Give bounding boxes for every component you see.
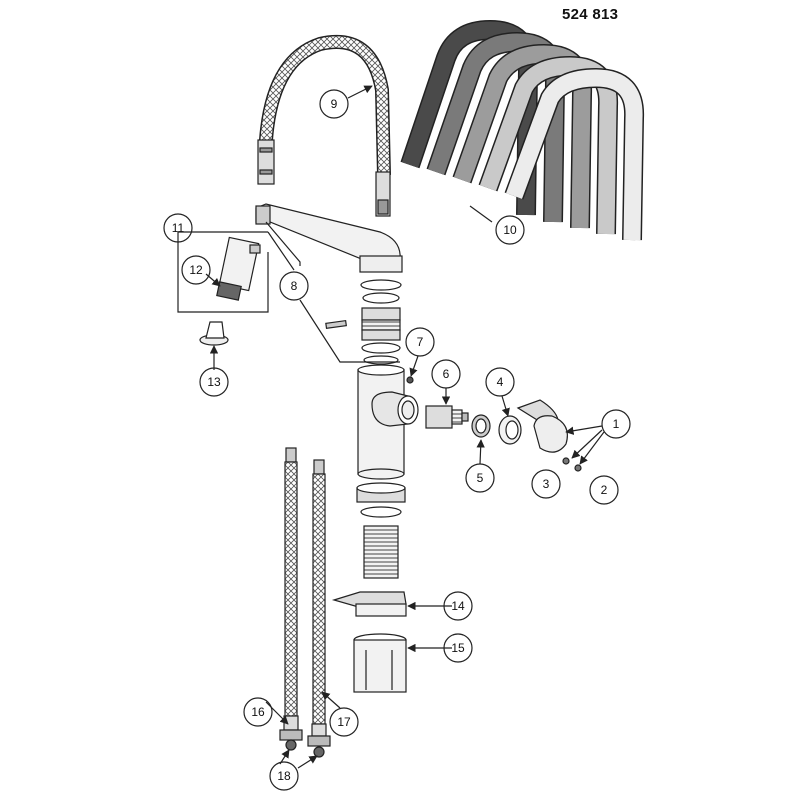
callout-6: 6 bbox=[431, 359, 461, 389]
braided-hose bbox=[257, 34, 391, 217]
mounting-stem bbox=[356, 482, 406, 579]
callout-4: 4 bbox=[485, 367, 515, 397]
svg-text:9: 9 bbox=[331, 97, 338, 111]
colored-hoses bbox=[400, 19, 645, 241]
svg-text:10: 10 bbox=[503, 223, 517, 237]
svg-text:2: 2 bbox=[601, 483, 608, 497]
callout-14: 14 bbox=[443, 591, 473, 621]
horseshoe-washer bbox=[331, 591, 407, 617]
screw-2 bbox=[574, 464, 582, 472]
svg-text:12: 12 bbox=[189, 263, 203, 277]
callout-8: 8 bbox=[279, 271, 309, 301]
svg-text:14: 14 bbox=[451, 599, 465, 613]
callout-17: 17 bbox=[329, 707, 359, 737]
svg-text:17: 17 bbox=[337, 715, 351, 729]
callout-18: 18 bbox=[269, 761, 299, 791]
svg-text:3: 3 bbox=[543, 477, 550, 491]
cover-cap bbox=[498, 415, 522, 445]
spout-assembly bbox=[255, 203, 403, 365]
svg-text:18: 18 bbox=[277, 769, 291, 783]
callout-12: 12 bbox=[181, 255, 211, 285]
grub-screw bbox=[406, 376, 414, 384]
screw-3 bbox=[562, 457, 570, 465]
gasket-b bbox=[313, 746, 325, 758]
svg-text:6: 6 bbox=[443, 367, 450, 381]
fixing-nut bbox=[353, 633, 407, 693]
callout-9: 9 bbox=[319, 89, 349, 119]
svg-text:16: 16 bbox=[251, 705, 265, 719]
callout-13: 13 bbox=[199, 367, 229, 397]
svg-text:11: 11 bbox=[172, 221, 185, 235]
aerator-group bbox=[177, 232, 269, 313]
callout-10: 10 bbox=[495, 215, 525, 245]
svg-text:4: 4 bbox=[497, 375, 504, 389]
lever-handle bbox=[516, 399, 568, 453]
gasket-a bbox=[285, 739, 297, 751]
svg-text:15: 15 bbox=[451, 641, 465, 655]
svg-text:7: 7 bbox=[417, 335, 424, 349]
part-code: 524 813 bbox=[562, 6, 619, 23]
callouts: 9 10 11 12 8 13 7 6 4 5 1 3 2 14 15 16 1… bbox=[163, 89, 631, 791]
callout-5: 5 bbox=[465, 463, 495, 493]
leader-lines bbox=[178, 85, 605, 769]
callout-3: 3 bbox=[531, 469, 561, 499]
ring-nut bbox=[471, 414, 491, 438]
supply-hoses bbox=[279, 447, 331, 747]
cartridge bbox=[425, 405, 469, 429]
callout-16: 16 bbox=[243, 697, 273, 727]
callout-11: 11 bbox=[163, 213, 193, 243]
aerator-key bbox=[199, 321, 229, 346]
faucet-body bbox=[357, 364, 419, 480]
svg-text:8: 8 bbox=[291, 279, 298, 293]
callout-1: 1 bbox=[601, 409, 631, 439]
callout-7: 7 bbox=[405, 327, 435, 357]
svg-text:13: 13 bbox=[207, 375, 221, 389]
callout-15: 15 bbox=[443, 633, 473, 663]
svg-text:5: 5 bbox=[477, 471, 484, 485]
callout-2: 2 bbox=[589, 475, 619, 505]
svg-text:1: 1 bbox=[613, 417, 620, 431]
